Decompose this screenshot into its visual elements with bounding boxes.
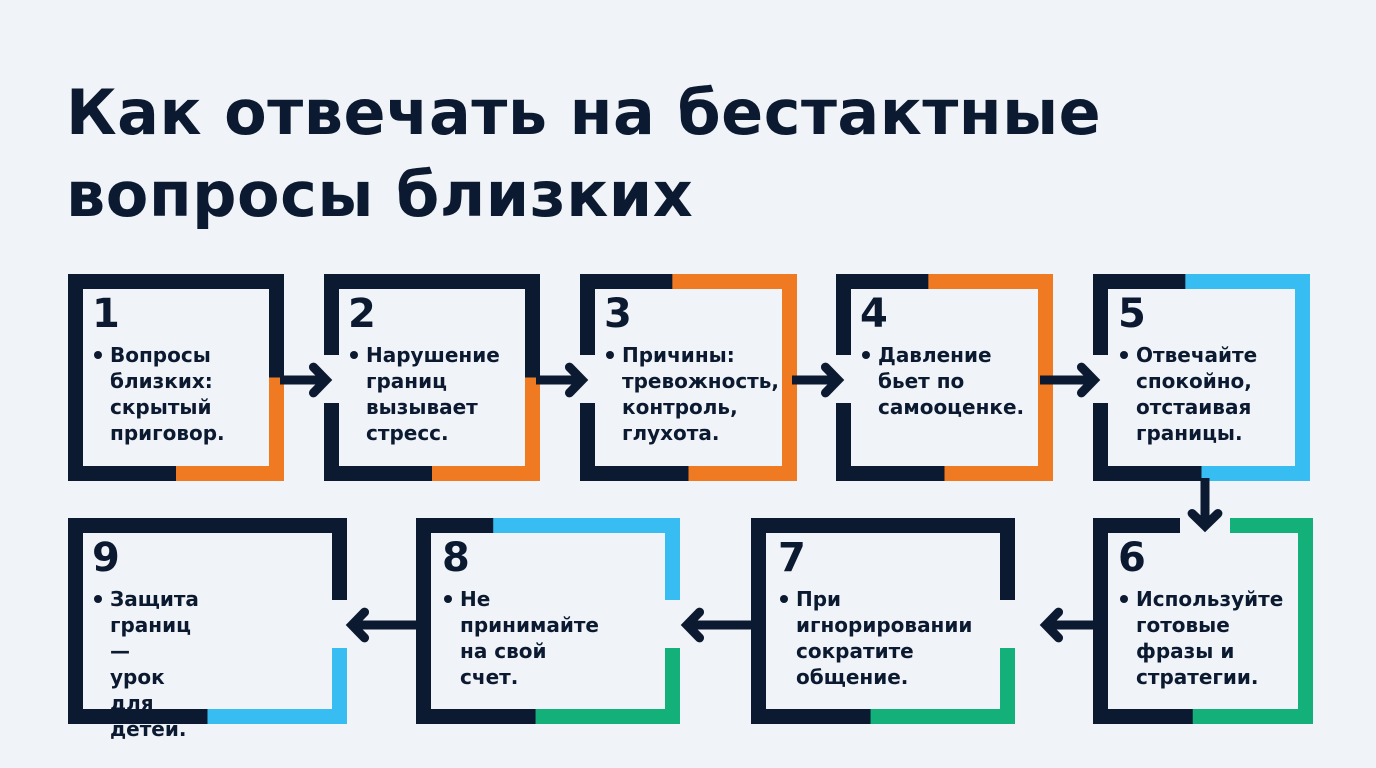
step-number: 4 (860, 291, 888, 337)
title-line: Как отвечать на бестактные вопросы близк… (66, 76, 1102, 231)
step-text: Используйте готовые фразы и стратегии. (1118, 586, 1283, 690)
arrow-head-icon (820, 362, 845, 398)
step-number: 2 (348, 291, 376, 337)
step-accent (432, 377, 540, 481)
arrow-head-icon (564, 362, 589, 398)
arrow-head-icon (1187, 508, 1223, 533)
step-text: Нарушение границ вызывает стресс. (348, 342, 500, 446)
step-number: 7 (778, 535, 806, 581)
arrow-head-icon (1039, 607, 1064, 643)
step-number: 3 (604, 291, 632, 337)
arrow-head-icon (1076, 362, 1101, 398)
step-number: 8 (442, 535, 470, 581)
step-text: Отвечайте спокойно, отстаивая границы. (1118, 342, 1257, 446)
frame-gap (835, 355, 852, 403)
step-accent (535, 621, 680, 724)
step-accent (1192, 518, 1313, 724)
step-text: Вопросы близких: скрытый приговор. (92, 342, 225, 446)
step-number: 1 (92, 291, 120, 337)
page-title: Как отвечать на бестактные вопросы близк… (66, 72, 1101, 236)
step-number: 5 (1118, 291, 1146, 337)
step-number: 9 (92, 535, 120, 581)
step-accent (672, 274, 797, 481)
step-text: Давление бьет по самооценке. (860, 342, 1024, 420)
step-text: Защита границ — урок для детей. (92, 586, 199, 742)
arrow-head-icon (308, 362, 333, 398)
step-accent (176, 377, 284, 481)
frame-gap (323, 355, 340, 403)
step-accent (1185, 274, 1310, 481)
step-accent (493, 518, 680, 621)
step-text: Не принимайте на свой счет. (442, 586, 599, 690)
frame-gap (579, 355, 596, 403)
arrow-head-icon (345, 607, 370, 643)
frame-gap (1000, 600, 1017, 648)
step-text: При игнорировании сократите общение. (778, 586, 972, 690)
step-accent (207, 601, 347, 724)
arrow-head-icon (680, 607, 705, 643)
step-text: Причины: тревожность, контроль, глухота. (604, 342, 779, 446)
step-number: 6 (1118, 535, 1146, 581)
frame-gap (332, 600, 349, 648)
frame-gap (665, 600, 682, 648)
frame-gap (1092, 355, 1109, 403)
